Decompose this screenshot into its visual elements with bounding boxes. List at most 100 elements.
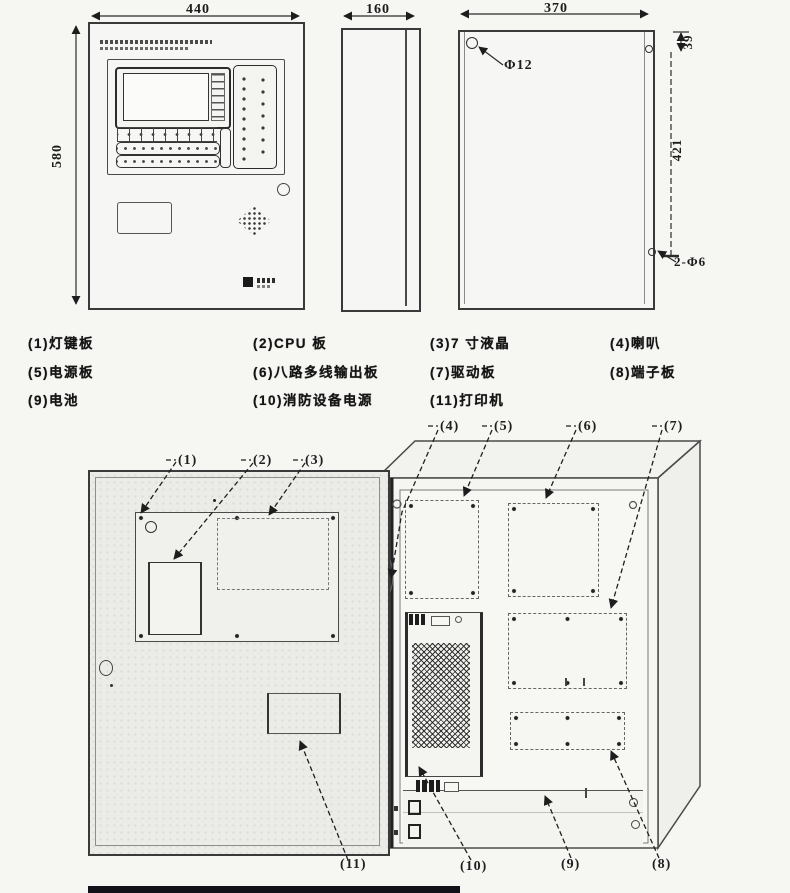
battery-shelf-line (403, 812, 643, 813)
battery-tick (585, 788, 587, 798)
driver-board-tick-2 (583, 678, 585, 686)
callout-7-label: (7) (664, 419, 684, 434)
driver-board (508, 613, 627, 689)
side-speaker-hole (392, 499, 402, 509)
panel-hole-right (628, 500, 638, 510)
legend-num: (7) (430, 365, 451, 380)
dim-side-width: 160 (366, 2, 390, 17)
legend-label: 端子板 (631, 365, 676, 380)
leader-5 (462, 429, 493, 497)
mounting-hole-phi6 (648, 248, 656, 256)
scan-artifact-bar (88, 886, 460, 893)
back-view-left-flange (464, 32, 465, 304)
dim-back-hole-span: 421 (669, 138, 684, 162)
legend-num: (9) (28, 393, 49, 408)
battery-terminal-2 (408, 824, 421, 839)
battery-hole-1 (629, 798, 638, 807)
function-key-strip-1 (116, 142, 220, 155)
callout-10-label: (10) (460, 859, 488, 874)
power-supply-connector-top (409, 614, 425, 625)
panel-title-text-line1 (100, 40, 212, 44)
side-view (341, 28, 421, 312)
legend-label: 电源板 (49, 365, 94, 380)
power-supply-screw-top (455, 616, 462, 623)
mounting-hole-top-right (645, 45, 653, 53)
legend-label: 打印机 (459, 393, 505, 408)
terminal-board (510, 712, 625, 750)
keypad-row (117, 127, 217, 142)
dim-front-width: 440 (186, 2, 210, 17)
brand-logo-icon (243, 277, 253, 287)
brand-logo-subtext (257, 285, 270, 288)
door-screw-dot (213, 499, 216, 502)
callout-1-label: (1) (178, 453, 198, 468)
legend-item-7: (7)驱动板 (430, 361, 496, 381)
legend-num: (6) (253, 365, 274, 380)
legend-item-9: (9)电池 (28, 389, 79, 409)
legend-label: CPU 板 (274, 336, 328, 351)
brand-logo-text (257, 278, 275, 283)
power-supply-socket-bottom (444, 782, 459, 792)
power-supply-connector-bottom (416, 780, 440, 792)
control-recess (107, 59, 285, 175)
legend-num: (10) (253, 393, 284, 408)
battery-compartment (403, 790, 643, 845)
door-lock-keyhole (277, 183, 290, 196)
dim-back-width: 370 (544, 1, 568, 16)
callout-5-label: (5) (494, 419, 514, 434)
side-key-strip (220, 128, 231, 168)
battery-mark-1 (394, 806, 398, 811)
printer-door (117, 202, 172, 234)
callout-6-label: (6) (578, 419, 598, 434)
callout-3-label: (3) (305, 453, 325, 468)
cabinet-top-face (375, 440, 702, 479)
printer-unit (267, 693, 341, 734)
legend-num: (2) (253, 336, 274, 351)
legend-num: (1) (28, 336, 49, 351)
legend-item-3: (3)7 寸液晶 (430, 332, 510, 352)
legend-item-11: (11)打印机 (430, 389, 504, 409)
dim-back-top-offset: 39 (680, 34, 695, 50)
battery-hole-2 (631, 820, 640, 829)
door-speaker-hole (145, 521, 157, 533)
battery-mark-2 (394, 830, 398, 835)
mounting-hole-phi12 (466, 37, 478, 49)
back-view-right-flange (644, 32, 645, 304)
callout-4-label: (4) (440, 419, 460, 434)
dim-side-holes: 2-Φ6 (674, 254, 707, 269)
cpu-board (148, 562, 202, 635)
lcd-side-keys (211, 73, 225, 121)
door-lock-inside (99, 660, 113, 676)
legend-item-10: (10)消防设备电源 (253, 389, 373, 409)
panel-title-text-line2 (100, 47, 188, 50)
multiline-output-board (508, 503, 599, 597)
legend-label: 喇叭 (631, 336, 661, 351)
leader-6 (545, 429, 577, 499)
hinge-bracket-mark (389, 559, 394, 593)
power-board (405, 500, 479, 599)
side-view-door-edge (405, 30, 407, 306)
legend-num: (3) (430, 336, 451, 351)
legend-label: 八路多线输出板 (274, 365, 379, 380)
legend-num: (8) (610, 365, 631, 380)
lcd-screen (123, 73, 209, 121)
callout-2-label: (2) (253, 453, 273, 468)
legend-item-2: (2)CPU 板 (253, 332, 327, 352)
legend-label: 驱动板 (451, 365, 496, 380)
callout-8-label: (8) (652, 857, 672, 872)
led-column-left (240, 71, 248, 161)
legend-label: 7 寸液晶 (451, 336, 511, 351)
dim-top-hole: Φ12 (504, 58, 533, 73)
power-supply-vent-grille (412, 643, 470, 748)
leader-7 (608, 429, 663, 609)
battery-terminal-1 (408, 800, 421, 815)
door-dot (110, 684, 113, 687)
legend-num: (11) (430, 393, 460, 408)
power-supply-socket-top (431, 616, 450, 626)
callout-11-label: (11) (340, 857, 367, 872)
back-view (458, 30, 655, 310)
legend-item-1: (1)灯键板 (28, 332, 94, 352)
legend-item-4: (4)喇叭 (610, 332, 661, 352)
legend-label: 灯键板 (49, 336, 94, 351)
legend-num: (5) (28, 365, 49, 380)
